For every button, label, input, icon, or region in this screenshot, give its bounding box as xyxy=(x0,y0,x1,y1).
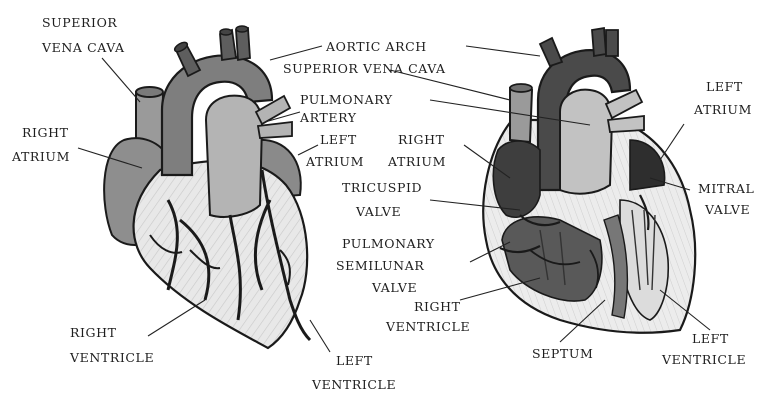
label-right-ventricle-right: RIGHT VENTRICLE xyxy=(385,299,470,334)
right-atrium-chamber xyxy=(493,141,540,217)
label-left-atrium-center: LEFT ATRIUM xyxy=(305,132,364,169)
label-superior-vena-cava-left: SUPERIOR VENA CAVA xyxy=(41,15,125,55)
label-right-atrium-left: RIGHT ATRIUM xyxy=(11,125,73,164)
label-superior-vena-cava: SUPERIOR VENA CAVA xyxy=(283,61,446,76)
label-pulmonary-artery: PULMONARY ARTERY xyxy=(299,92,397,125)
external-heart-illustration xyxy=(104,26,310,348)
pulmonary-artery-shape xyxy=(206,96,262,217)
label-left-ventricle-right: LEFT VENTRICLE xyxy=(661,331,746,367)
label-right-atrium-center: RIGHT ATRIUM xyxy=(387,132,449,169)
internal-heart-illustration xyxy=(483,28,695,333)
label-tricuspid-valve: TRICUSPID VALVE xyxy=(342,180,427,219)
label-septum: SEPTUM xyxy=(532,346,593,361)
label-aortic-arch: AORTIC ARCH xyxy=(325,39,427,54)
label-pulmonary-semilunar-valve: PULMONARY SEMILUNAR VALVE xyxy=(336,236,439,295)
internal-pulmonary-artery-shape xyxy=(560,90,612,194)
label-left-ventricle-left: LEFT VENTRICLE xyxy=(311,353,396,392)
label-left-atrium-right: LEFT ATRIUM xyxy=(693,79,752,117)
label-mitral-valve: MITRAL VALVE xyxy=(698,181,759,217)
label-right-ventricle-left: RIGHT VENTRICLE xyxy=(69,325,154,365)
